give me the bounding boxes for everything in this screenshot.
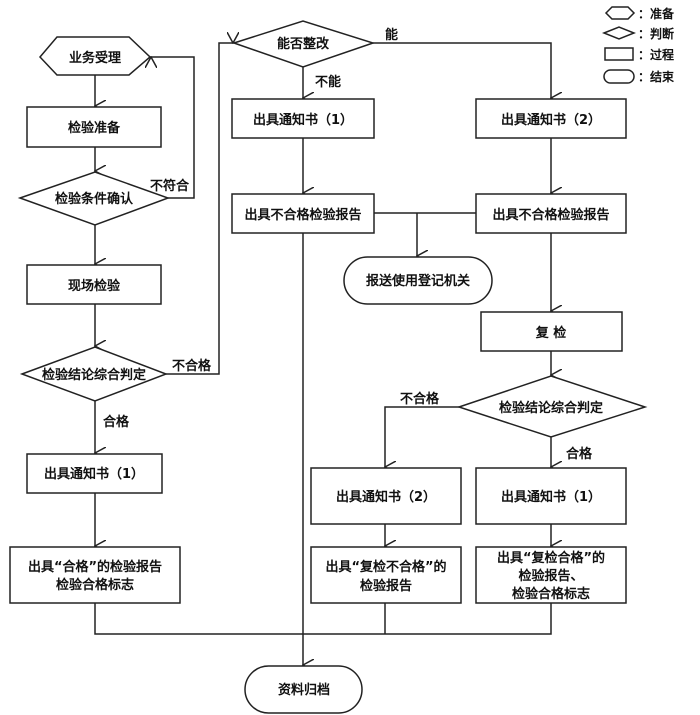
node-recheck-fail-label-1: 出具“复检不合格”的 (325, 559, 446, 575)
node-send-registry-label: 报送使用登记机关 (366, 273, 470, 289)
node-prepare (26, 106, 162, 148)
node-notice-b2 (310, 467, 462, 525)
node-archive (244, 665, 363, 714)
node-notice-a1-label: 出具通知书（1） (253, 112, 353, 128)
edge-label-pass2: 合格 (566, 446, 593, 462)
node-report-pass (9, 546, 181, 604)
node-notice-a2 (475, 98, 627, 139)
edge-label-cannot: 不能 (315, 74, 341, 90)
node-fail-report-a-label: 出具不合格检验报告 (244, 207, 361, 223)
node-start-label: 业务受理 (69, 50, 121, 66)
node-recheck-pass-report (475, 546, 627, 604)
node-prepare-label: 检验准备 (68, 120, 121, 136)
node-fail-report-b-label: 出具不合格检验报告 (492, 207, 609, 223)
node-archive-label: 资料归档 (278, 682, 330, 698)
node-report-pass-label-1: 出具“合格”的检验报告 (28, 559, 162, 575)
node-recheck-fail-report (310, 546, 462, 604)
legend-hexagon-icon (604, 6, 636, 20)
node-onsite (26, 264, 162, 305)
node-recheck-pass-label-2: 检验报告、 (518, 568, 583, 584)
edge-confirm-start-loop (151, 57, 195, 199)
legend-rounded-icon (603, 69, 635, 84)
node-onsite-label: 现场检验 (68, 278, 121, 294)
node-recheck-fail-label-2: 检验报告 (360, 578, 412, 594)
legend-diamond-icon (601, 26, 637, 40)
edge-label-not-conform: 不符合 (150, 178, 190, 194)
node-can-fix-label: 能否整改 (277, 36, 330, 52)
node-recheck-pass-label-1: 出具“复检合格”的 (497, 550, 605, 566)
node-confirm-label: 检验条件确认 (55, 191, 134, 207)
node-judge1-label: 检验结论综合判定 (42, 367, 146, 383)
edge-label-fail1: 不合格 (172, 358, 212, 374)
node-notice-b1 (475, 467, 627, 525)
node-notice1-pass-label: 出具通知书（1） (44, 466, 144, 482)
node-judge2-label: 检验结论综合判定 (499, 400, 603, 416)
edge-canfix-notice2 (373, 42, 551, 98)
edge-judge2-notice2 (385, 406, 459, 467)
edge-label-can: 能 (385, 27, 398, 43)
legend: ：准备 ：判断 ：过程 ：结束 (601, 6, 675, 84)
legend-label-prepare: ：准备 (638, 6, 675, 21)
legend-rectangle-icon (604, 47, 634, 61)
edge-judge1-canfix (166, 43, 233, 375)
node-judge2 (456, 375, 648, 438)
node-send-registry (343, 256, 493, 305)
node-notice-b2-label: 出具通知书（2） (336, 489, 436, 505)
legend-label-process: ：过程 (638, 47, 674, 62)
legend-label-decision: ：判断 (638, 26, 674, 41)
edge-label-fail2: 不合格 (400, 391, 440, 407)
node-recheck-label: 复 检 (535, 325, 567, 341)
legend-label-end: ：结束 (638, 69, 675, 84)
node-notice-b1-label: 出具通知书（1） (501, 489, 601, 505)
node-notice-a1 (231, 98, 375, 139)
node-notice1-pass (26, 453, 163, 494)
node-notice-a2-label: 出具通知书（2） (501, 112, 601, 128)
node-report-pass-label-2: 检验合格标志 (56, 577, 134, 593)
edge-label-pass1: 合格 (103, 414, 130, 430)
edge-bottom-merge (94, 603, 552, 635)
node-fail-report-b (475, 193, 627, 234)
node-recheck-pass-label-3: 检验合格标志 (512, 586, 590, 602)
